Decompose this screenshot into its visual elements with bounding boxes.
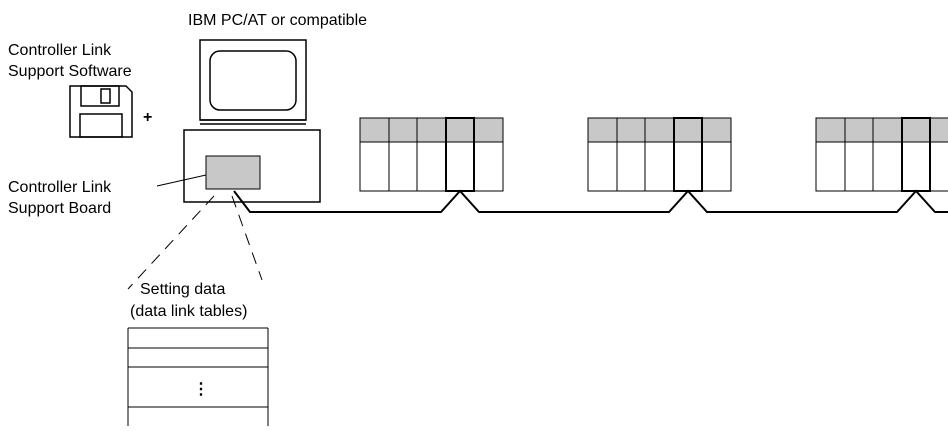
support-board [205, 155, 261, 190]
plc-rack-1 [359, 117, 504, 192]
monitor-icon [199, 39, 307, 125]
board-label-line1: Controller Link [8, 179, 112, 196]
network-cable [233, 189, 948, 213]
data-link-table [127, 327, 269, 426]
pc-title-label: IBM PC/AT or compatible [188, 12, 367, 29]
table-ellipsis: ⋮ [193, 381, 209, 398]
setting-label-line1: Setting data [140, 281, 226, 298]
board-label-line2: Support Board [8, 200, 111, 217]
plus-sign: + [143, 109, 152, 126]
callout-dashed-left [127, 195, 215, 290]
callout-dashed-right [231, 195, 263, 281]
plc-rack-3 [815, 117, 948, 192]
software-label-line1: Controller Link [8, 42, 112, 59]
setting-label-line2: (data link tables) [130, 303, 247, 320]
plc-rack-2 [587, 117, 732, 192]
software-label-line2: Support Software [8, 63, 132, 80]
floppy-disk-icon [69, 85, 133, 138]
board-pointer-line [156, 174, 207, 187]
computer-case [183, 129, 321, 203]
